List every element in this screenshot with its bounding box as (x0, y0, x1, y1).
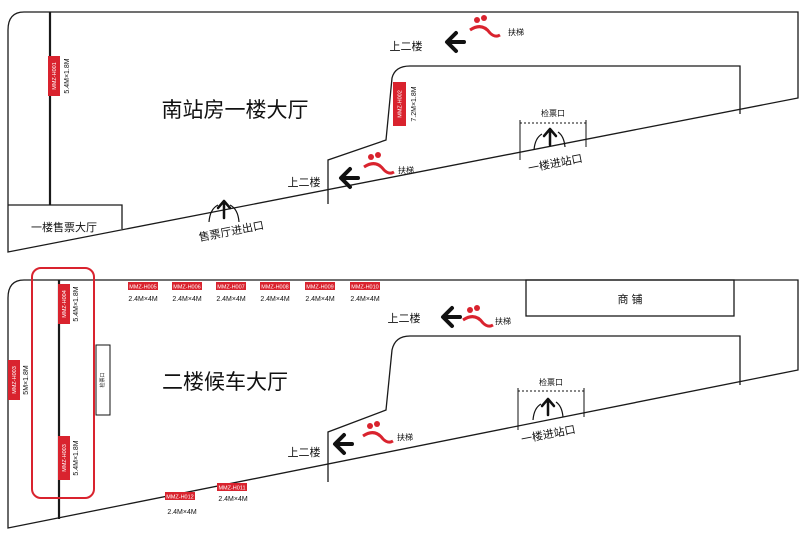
svg-text:MMZ-H001: MMZ-H001 (52, 62, 58, 90)
floor1-inner-wall (327, 65, 741, 204)
checkin-gate (517, 388, 585, 430)
side-checkin (95, 344, 111, 416)
floor1-plan: 一楼售票大厅 南站房一楼大厅 MMZ-H001 5.4M×1.8M MMZ-H0… (7, 11, 799, 253)
ad-plate-h006: MMZ-H006 2.4M×4M (172, 282, 202, 303)
ad-plate-h009: MMZ-H009 2.4M×4M (305, 282, 335, 303)
svg-text:5.4M×1.8M: 5.4M×1.8M (73, 440, 80, 475)
svg-text:2.4M×4M: 2.4M×4M (172, 296, 202, 303)
svg-text:MMZ-H008: MMZ-H008 (261, 285, 289, 291)
ticket-hall-outline (8, 204, 123, 229)
upstairs-label-a: 上二楼 (390, 39, 423, 53)
escalator-label-a: 扶梯 (508, 27, 524, 37)
svg-text:MMZ-H010: MMZ-H010 (351, 285, 379, 291)
ad-plate-h011: MMZ-H011 2.4M×4M (217, 483, 248, 503)
shop-label: 商 铺 (617, 292, 642, 306)
escalator-icon (469, 15, 501, 38)
floor2-plan: 商 铺 二楼候车大厅 检票口 MMZ-H003 5M×1.8M MMZ-H004… (7, 267, 799, 529)
ad-plate-h001: MMZ-H001 5.4M×1.8M (48, 56, 71, 96)
upstairs-label-b: 上二楼 (288, 445, 321, 459)
svg-text:7.2M×1.8M: 7.2M×1.8M (411, 86, 418, 121)
checkin-label: 检票口 (539, 377, 563, 387)
ad-plate-h012: MMZ-H012 2.4M×4M (165, 492, 197, 516)
escalator-label-b: 扶梯 (398, 165, 414, 175)
highlight-box (31, 267, 95, 499)
floor2-outline (7, 279, 799, 529)
upstairs-label-b: 上二楼 (288, 175, 321, 189)
svg-text:2.4M×4M: 2.4M×4M (128, 296, 158, 303)
svg-text:MMZ-H003: MMZ-H003 (62, 444, 68, 472)
svg-text:MMZ-H003: MMZ-H003 (12, 366, 18, 394)
floor1-hall-title: 南站房一楼大厅 (162, 99, 309, 122)
ad-plate-h003: MMZ-H003 5.4M×1.8M (58, 436, 80, 480)
escalator-label-b: 扶梯 (397, 432, 413, 442)
ticket-hall-label: 一楼售票大厅 (31, 220, 97, 234)
svg-text:MMZ-H002: MMZ-H002 (398, 90, 404, 118)
svg-text:MMZ-H012: MMZ-H012 (166, 495, 194, 501)
svg-text:5.4M×1.8M: 5.4M×1.8M (64, 58, 71, 93)
svg-text:MMZ-H007: MMZ-H007 (217, 285, 245, 291)
svg-text:2.4M×4M: 2.4M×4M (305, 296, 335, 303)
svg-text:MMZ-H009: MMZ-H009 (306, 285, 334, 291)
ad-plate-h002: MMZ-H002 7.2M×1.8M (393, 82, 418, 126)
left-arrow-icon (441, 306, 462, 328)
svg-text:2.4M×4M: 2.4M×4M (260, 296, 290, 303)
ad-plate-h008: MMZ-H008 2.4M×4M (260, 282, 290, 303)
svg-text:2.4M×4M: 2.4M×4M (218, 496, 248, 503)
svg-text:5.4M×1.8M: 5.4M×1.8M (73, 286, 80, 321)
upstairs-label-a: 上二楼 (388, 311, 421, 325)
floor2-hall-title: 二楼候车大厅 (162, 371, 288, 394)
escalator-icon (362, 421, 394, 444)
ticket-exit-label: 售票厅进出口 (198, 218, 265, 244)
svg-text:2.4M×4M: 2.4M×4M (167, 509, 197, 516)
entrance-arrow-icon (208, 199, 240, 223)
floor2-inner-wall (327, 335, 741, 482)
ad-plate-h004: MMZ-H004 5.4M×1.8M (58, 284, 80, 324)
escalator-label-a: 扶梯 (495, 316, 511, 326)
ad-plate-h005: MMZ-H005 2.4M×4M (128, 282, 158, 303)
floor1-entrance-label: 一楼进站口 (527, 151, 584, 175)
svg-text:MMZ-H004: MMZ-H004 (62, 290, 68, 318)
svg-text:MMZ-H011: MMZ-H011 (218, 486, 245, 492)
left-arrow-icon (333, 433, 354, 455)
floor1-outline (7, 11, 799, 253)
checkin-gate (519, 120, 587, 160)
shop-outline (525, 279, 735, 317)
svg-text:5M×1.8M: 5M×1.8M (23, 365, 30, 395)
left-arrow-icon (339, 167, 360, 189)
ad-plate-h010: MMZ-H010 2.4M×4M (350, 282, 380, 303)
escalator-icon (363, 152, 395, 175)
floor2-entrance-label: 一楼进站口 (520, 422, 577, 446)
svg-text:MMZ-H005: MMZ-H005 (129, 285, 157, 291)
checkin-label: 检票口 (541, 108, 565, 118)
side-checkin-label: 检票口 (99, 372, 106, 387)
svg-text:MMZ-H006: MMZ-H006 (173, 285, 201, 291)
svg-text:2.4M×4M: 2.4M×4M (350, 296, 380, 303)
escalator-icon (462, 305, 494, 328)
left-arrow-icon (445, 31, 466, 53)
svg-text:2.4M×4M: 2.4M×4M (216, 296, 246, 303)
ad-plate-h007: MMZ-H007 2.4M×4M (216, 282, 246, 303)
ad-plate-h003-left: MMZ-H003 5M×1.8M (8, 360, 30, 400)
